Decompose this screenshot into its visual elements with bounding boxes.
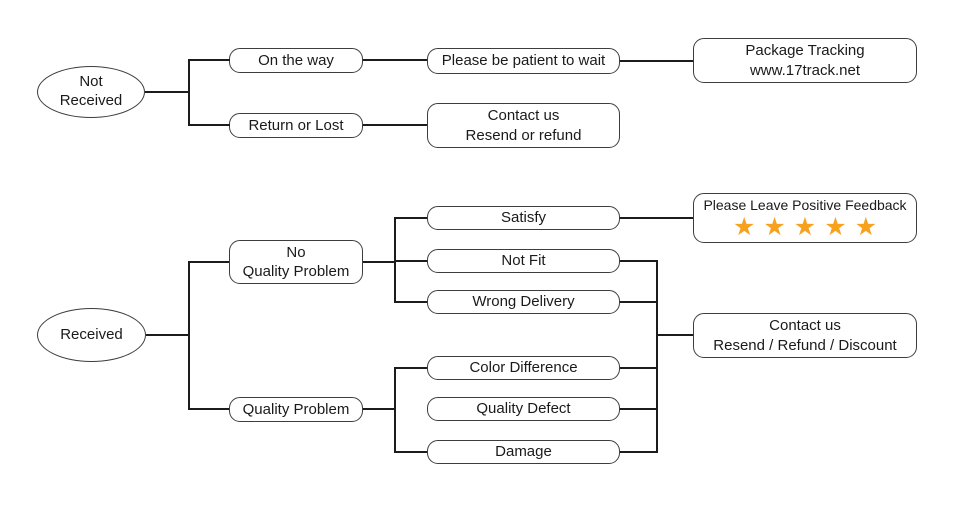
connector-line [190,261,229,263]
connector-line [620,301,657,303]
five-star-rating-icon: ★★★★★ [732,212,886,242]
node-quality-defect: Quality Defect [427,397,620,421]
node-return-or-lost: Return or Lost [229,113,363,138]
connector-line [396,260,427,262]
connector-line [396,301,427,303]
connector-line [188,59,190,126]
node-color-difference: Color Difference [427,356,620,380]
connector-line [656,260,658,453]
connector-line [620,217,693,219]
connector-line [394,217,396,303]
node-wrong-delivery: Wrong Delivery [427,290,620,314]
connector-line [190,124,230,126]
connector-line [658,334,693,336]
node-not-fit: Not Fit [427,249,620,273]
connector-line [363,59,427,61]
connector-line [620,60,693,62]
connector-line [146,334,189,336]
connector-line [396,451,427,453]
node-satisfy: Satisfy [427,206,620,230]
node-positive-feedback: Please Leave Positive Feedback ★★★★★ [693,193,917,243]
node-received: Received [37,308,146,362]
connector-line [396,217,427,219]
node-contact-discount: Contact us Resend / Refund / Discount [693,313,917,358]
connector-line [620,408,657,410]
connector-line [394,367,396,453]
connector-line [188,261,190,410]
connector-line [363,124,427,126]
connector-line [620,367,657,369]
connector-line [620,451,657,453]
connector-line [363,408,395,410]
connector-line [396,367,427,369]
connector-line [363,261,395,263]
node-contact-resend-refund: Contact us Resend or refund [427,103,620,148]
node-not-received: Not Received [37,66,145,118]
node-be-patient: Please be patient to wait [427,48,620,74]
positive-feedback-label: Please Leave Positive Feedback [703,197,907,214]
connector-line [190,408,229,410]
connector-line [145,91,189,93]
connector-line [190,59,230,61]
node-no-quality-problem: No Quality Problem [229,240,363,284]
connector-line [620,260,657,262]
node-package-tracking: Package Tracking www.17track.net [693,38,917,83]
node-on-the-way: On the way [229,48,363,73]
node-damage: Damage [427,440,620,464]
node-quality-problem: Quality Problem [229,397,363,422]
